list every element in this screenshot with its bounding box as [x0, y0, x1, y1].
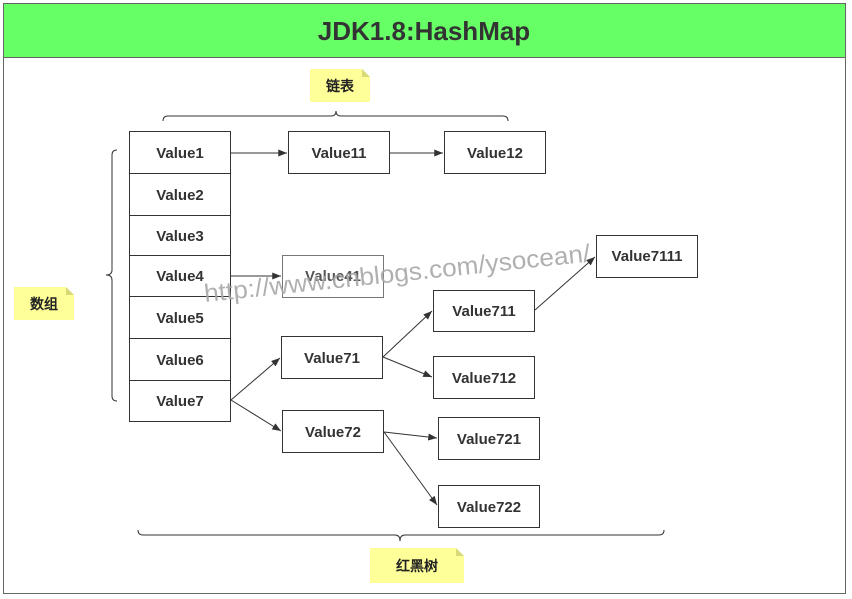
linked-list-note-body: [310, 69, 370, 102]
red-black-tree-note: 红黑树: [370, 548, 464, 583]
array-cell-2: [129, 173, 231, 216]
page-title: JDK1.8:HashMap: [318, 16, 530, 46]
array-cell-5: [129, 296, 231, 339]
node-value722-label: Value722: [457, 499, 521, 516]
node-value11-label: Value11: [311, 145, 366, 162]
arrow-value71-to-value712: [382, 356, 433, 378]
node-value41-label: Value41: [305, 268, 361, 285]
red-black-tree-note-label: 红黑树: [396, 558, 438, 575]
node-value11: [288, 131, 390, 174]
arrow-value72-to-value721: [383, 431, 438, 441]
node-value7111-label: Value7111: [612, 248, 683, 265]
node-value7111: [596, 235, 698, 278]
node-value721-label: Value721: [457, 431, 521, 448]
array-brace: [105, 149, 118, 402]
array-cell-5-label: Value5: [156, 310, 204, 327]
title-bar: [3, 3, 846, 58]
node-value722: [438, 485, 540, 528]
linked-list-brace: [162, 110, 509, 122]
array-cell-1-label: Value1: [156, 145, 204, 162]
arrow-value7-to-value72: [230, 399, 282, 432]
node-value72-label: Value72: [305, 424, 361, 441]
node-value712-label: Value712: [452, 370, 516, 387]
array-note-body: [14, 287, 74, 320]
array-cell-4-label: Value4: [156, 268, 204, 285]
node-value711: [433, 290, 535, 332]
linked-list-note-fold: [362, 69, 370, 77]
red-black-tree-note-fold: [456, 548, 464, 556]
arrow-value7-to-value71: [230, 357, 281, 401]
array-note: 数组: [14, 287, 74, 320]
red-black-tree-brace: [137, 529, 665, 542]
node-value12-label: Value12: [467, 145, 523, 162]
linked-list-note: 链表: [310, 69, 370, 102]
array-note-fold: [66, 287, 74, 295]
arrow-value72-to-value722: [383, 431, 438, 506]
arrow-value71-to-value711: [382, 310, 433, 358]
node-value721: [438, 417, 540, 460]
node-value72: [282, 410, 384, 453]
node-value711-label: Value711: [452, 303, 515, 320]
node-value71: [281, 336, 383, 379]
array-cell-7: [129, 380, 231, 422]
node-value41: [282, 255, 384, 298]
red-black-tree-note-body: [370, 548, 464, 583]
array-cell-2-label: Value2: [156, 187, 204, 204]
array-cell-7-label: Value7: [156, 393, 204, 410]
node-value712: [433, 356, 535, 399]
node-value12: [444, 131, 546, 174]
array-cell-1: [129, 131, 231, 174]
array-note-label: 数组: [30, 296, 58, 313]
arrow-value711-to-value7111: [534, 256, 596, 311]
linked-list-note-label: 链表: [326, 78, 355, 95]
node-value71-label: Value71: [304, 350, 360, 367]
array-cell-6: [129, 338, 231, 381]
array-cell-3-label: Value3: [156, 228, 204, 245]
array-cell-6-label: Value6: [156, 352, 204, 369]
